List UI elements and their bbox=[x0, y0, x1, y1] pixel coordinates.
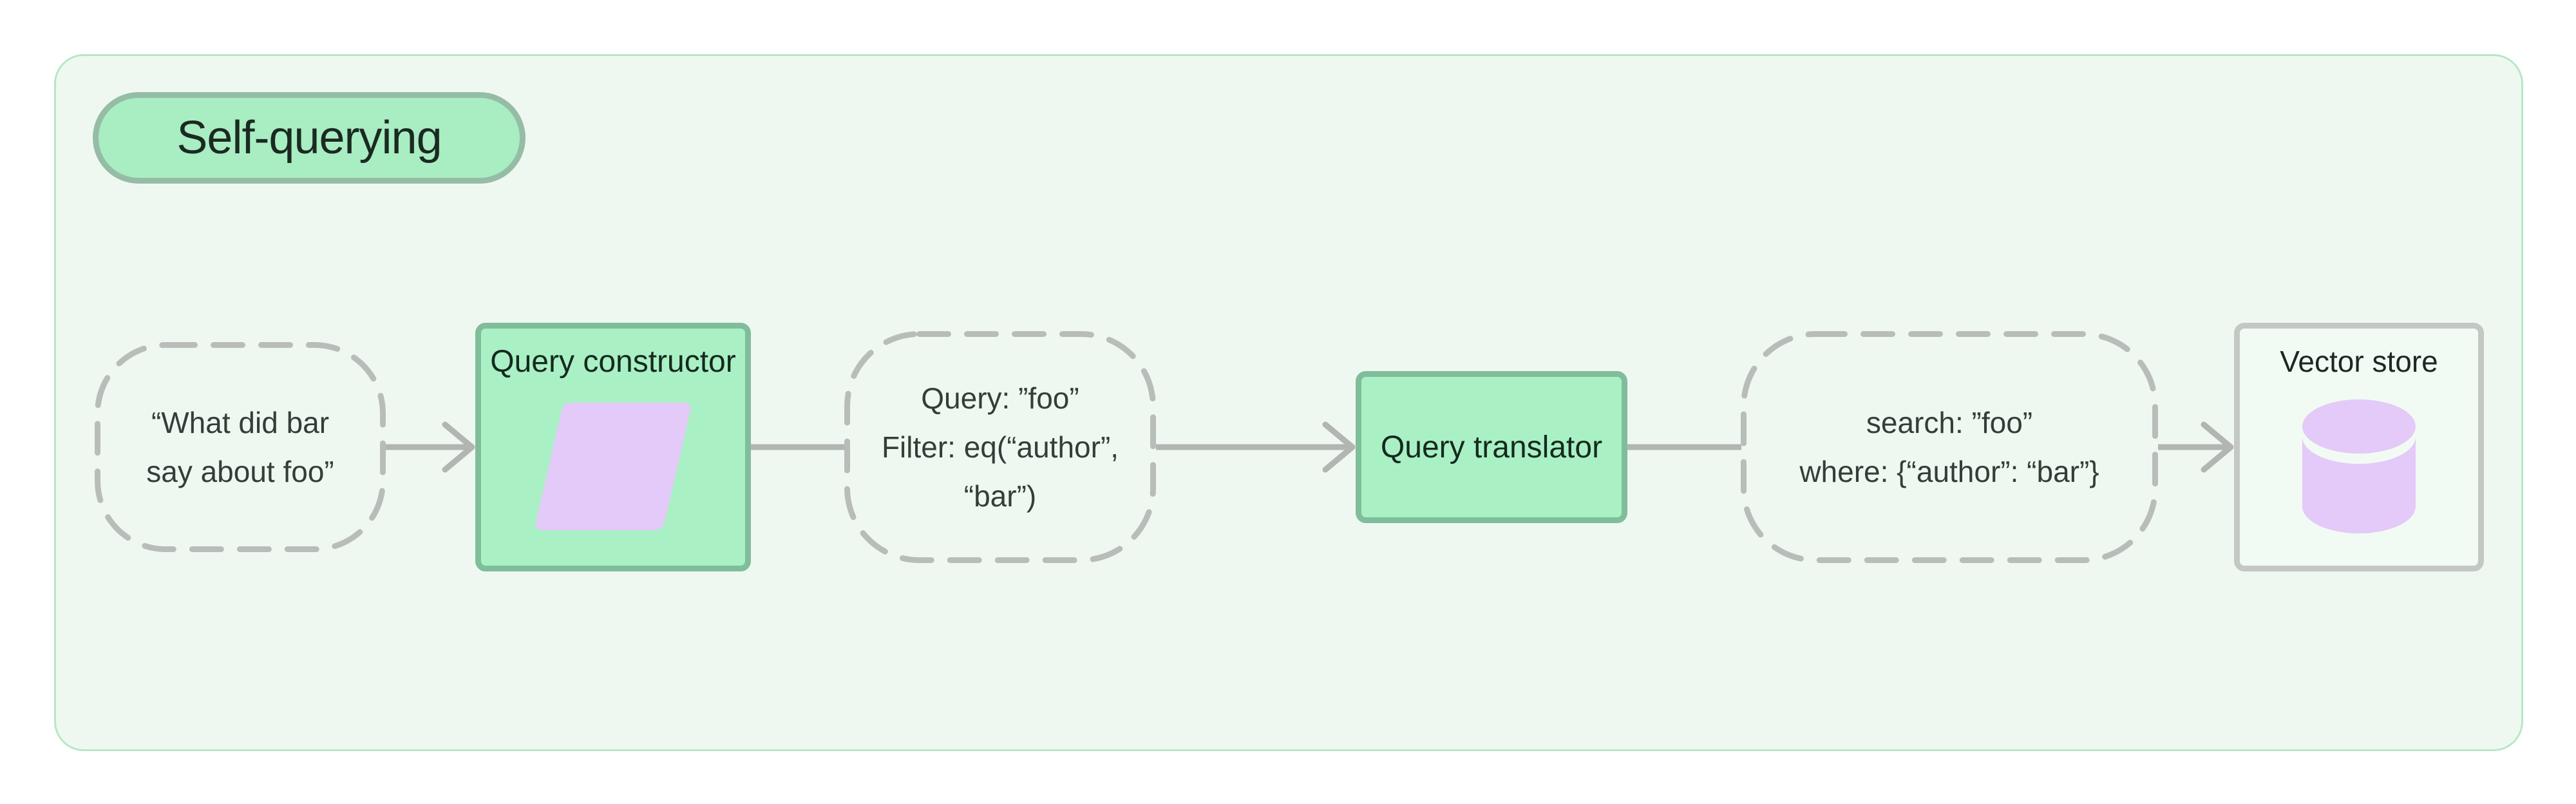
node-user-query: “What did bar say about foo” bbox=[95, 342, 386, 552]
node-structured-query-text: Query: ”foo” Filter: eq(“author”, “bar”) bbox=[844, 331, 1156, 563]
line-translator-to-translated bbox=[1627, 444, 1741, 450]
node-user-query-text: “What did bar say about foo” bbox=[95, 342, 386, 552]
query-translator-label: Query translator bbox=[1380, 430, 1603, 464]
node-vector-store: Vector store bbox=[2234, 323, 2484, 571]
line-constructor-to-structured bbox=[751, 444, 845, 450]
node-query-translator: Query translator bbox=[1356, 371, 1627, 523]
structured-query-line2: Filter: eq(“author”, “bar”) bbox=[881, 430, 1119, 513]
parallelogram-icon bbox=[534, 403, 692, 530]
node-translated-query: search: ”foo” where: {“author”: “bar”} bbox=[1741, 331, 2158, 563]
node-query-constructor: Query constructor bbox=[475, 323, 751, 571]
node-user-query-line1: “What did bar bbox=[151, 406, 330, 439]
self-querying-panel: Self-querying “What did bar say about fo… bbox=[54, 54, 2523, 751]
database-icon bbox=[2302, 399, 2416, 533]
node-translated-query-text: search: ”foo” where: {“author”: “bar”} bbox=[1741, 331, 2158, 563]
dashed-border bbox=[844, 331, 1156, 563]
structured-query-line1: Query: ”foo” bbox=[921, 381, 1079, 415]
node-structured-query: Query: ”foo” Filter: eq(“author”, “bar”) bbox=[844, 331, 1156, 563]
translated-query-line2: where: {“author”: “bar”} bbox=[1799, 455, 2099, 488]
diagram-title-badge: Self-querying bbox=[93, 92, 526, 184]
translated-query-line1: search: ”foo” bbox=[1866, 406, 2033, 439]
arrow-user-to-constructor bbox=[386, 421, 475, 473]
diagram-title: Self-querying bbox=[176, 112, 442, 164]
arrow-translated-to-vectorstore bbox=[2158, 421, 2234, 473]
node-user-query-line2: say about foo” bbox=[146, 455, 334, 488]
vector-store-label: Vector store bbox=[2280, 345, 2438, 378]
arrow-structured-to-translator bbox=[1156, 421, 1356, 473]
query-constructor-label: Query constructor bbox=[490, 345, 736, 379]
dashed-border bbox=[95, 342, 386, 552]
